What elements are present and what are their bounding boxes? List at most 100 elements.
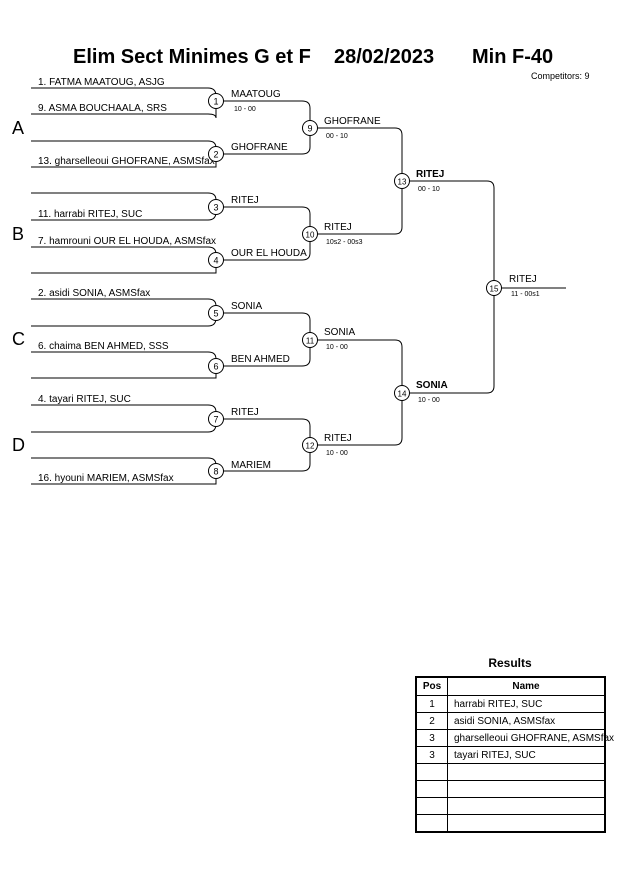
entrant-2: 2. asidi SONIA, ASMSfax	[38, 288, 150, 299]
entrant-16: 16. hyouni MARIEM, ASMSfax	[38, 473, 174, 484]
event-date: 28/02/2023	[334, 46, 434, 68]
match-8-winner: MARIEM	[231, 460, 271, 471]
round3-results: RITEJ 00 - 10 SONIA 10 - 00	[416, 169, 448, 404]
svg-text:15: 15	[490, 285, 499, 294]
competitors-count: Competitors: 9	[531, 71, 590, 81]
line-match-7	[31, 404, 217, 433]
results-header-pos: Pos	[415, 676, 448, 696]
result-pos: 2	[415, 712, 448, 730]
match-10-badge: 10	[302, 226, 318, 242]
entrant-1: 1. FATMA MAATOUG, ASJG	[38, 77, 165, 88]
match-12-badge: 12	[302, 437, 318, 453]
svg-text:7: 7	[213, 415, 218, 425]
match-10-score: 10s2 - 00s3	[326, 239, 363, 246]
match-11-winner: SONIA	[324, 327, 355, 338]
result-name: asidi SONIA, ASMSfax	[447, 712, 606, 730]
match-12-score: 10 - 00	[326, 450, 348, 457]
svg-text:9: 9	[307, 124, 312, 134]
line-match-6	[31, 351, 217, 379]
match-15-score: 11 - 00s1	[511, 291, 540, 298]
entrant-9: 9. ASMA BOUCHAALA, SRS	[38, 103, 167, 114]
match-11-badge: 11	[302, 332, 318, 348]
match-5-winner: SONIA	[231, 301, 262, 312]
match-12-winner: RITEJ	[324, 433, 352, 444]
bracket-diagram: Elim Sect Minimes G et F 28/02/2023 Min …	[12, 46, 590, 485]
match-5-badge: 5	[208, 305, 224, 321]
round2-results: GHOFRANE 00 - 10 RITEJ 10s2 - 00s3 SONIA…	[324, 116, 381, 457]
match-15-badge: 15	[486, 280, 502, 296]
match-2-winner: GHOFRANE	[231, 142, 288, 153]
match-14-winner: SONIA	[416, 380, 448, 391]
entrant-11: 11. harrabi RITEJ, SUC	[38, 209, 142, 220]
entrant-names: 1. FATMA MAATOUG, ASJG 9. ASMA BOUCHAALA…	[38, 77, 216, 484]
round1-results: MAATOUG 10 - 00 GHOFRANE RITEJ OUR EL HO…	[231, 89, 307, 471]
svg-text:2: 2	[213, 150, 218, 160]
line-match-13	[310, 127, 403, 235]
results-row	[415, 797, 606, 815]
result-pos: 1	[415, 695, 448, 713]
results-row	[415, 780, 606, 798]
result-pos: 3	[415, 729, 448, 747]
final-result: RITEJ 11 - 00s1	[509, 274, 540, 298]
match-6-badge: 6	[208, 358, 224, 374]
match-6-winner: BEN AHMED	[231, 354, 290, 365]
match-15-winner: RITEJ	[509, 274, 537, 285]
result-pos	[415, 763, 448, 781]
svg-text:8: 8	[213, 467, 218, 477]
result-name	[447, 797, 606, 815]
entrant-6: 6. chaima BEN AHMED, SSS	[38, 341, 169, 352]
entrant-4: 4. tayari RITEJ, SUC	[38, 394, 131, 405]
result-pos	[415, 797, 448, 815]
match-8-badge: 8	[208, 463, 224, 479]
svg-text:5: 5	[213, 309, 218, 319]
svg-text:6: 6	[213, 362, 218, 372]
svg-text:12: 12	[306, 442, 315, 451]
match-7-winner: RITEJ	[231, 407, 259, 418]
match-7-badge: 7	[208, 411, 224, 427]
match-14-badge: 14	[394, 385, 410, 401]
results-row	[415, 763, 606, 781]
match-9-winner: GHOFRANE	[324, 116, 381, 127]
result-name: tayari RITEJ, SUC	[447, 746, 606, 764]
results-header-row: Pos Name	[415, 676, 606, 696]
event-category: Min F-40	[472, 46, 553, 68]
match-4-winner: OUR EL HOUDA	[231, 248, 307, 259]
line-match-4	[31, 246, 217, 274]
match-13-score: 00 - 10	[418, 186, 440, 193]
match-3-winner: RITEJ	[231, 195, 259, 206]
result-name: gharselleoui GHOFRANE, ASMSfax	[447, 729, 614, 747]
match-13-badge: 13	[394, 173, 410, 189]
svg-text:1: 1	[213, 97, 218, 107]
results-header-name: Name	[447, 676, 606, 696]
pool-label-a: A	[12, 118, 24, 138]
match-number-circles: 1 2 3 4 5 6 7 8 9 10 11 12 13 14 15	[208, 93, 502, 479]
match-4-badge: 4	[208, 252, 224, 268]
result-name: harrabi RITEJ, SUC	[447, 695, 606, 713]
result-pos	[415, 814, 448, 833]
match-10-winner: RITEJ	[324, 222, 352, 233]
pool-label-d: D	[12, 435, 25, 455]
line-match-15	[402, 180, 495, 394]
result-pos: 3	[415, 746, 448, 764]
match-13-winner: RITEJ	[416, 169, 444, 180]
pool-label-b: B	[12, 224, 24, 244]
event-title: Elim Sect Minimes G et F	[73, 46, 311, 68]
line-match-5	[31, 298, 217, 327]
match-1-badge: 1	[208, 93, 224, 109]
results-row	[415, 814, 606, 833]
result-name	[447, 814, 606, 833]
svg-text:4: 4	[213, 256, 218, 266]
pool-label-c: C	[12, 329, 25, 349]
result-pos	[415, 780, 448, 798]
match-9-score: 00 - 10	[326, 133, 348, 140]
results-title: Results	[488, 656, 532, 670]
svg-text:14: 14	[398, 390, 407, 399]
result-name	[447, 763, 606, 781]
match-1-winner: MAATOUG	[231, 89, 281, 100]
match-14-score: 10 - 00	[418, 397, 440, 404]
svg-text:13: 13	[398, 178, 407, 187]
